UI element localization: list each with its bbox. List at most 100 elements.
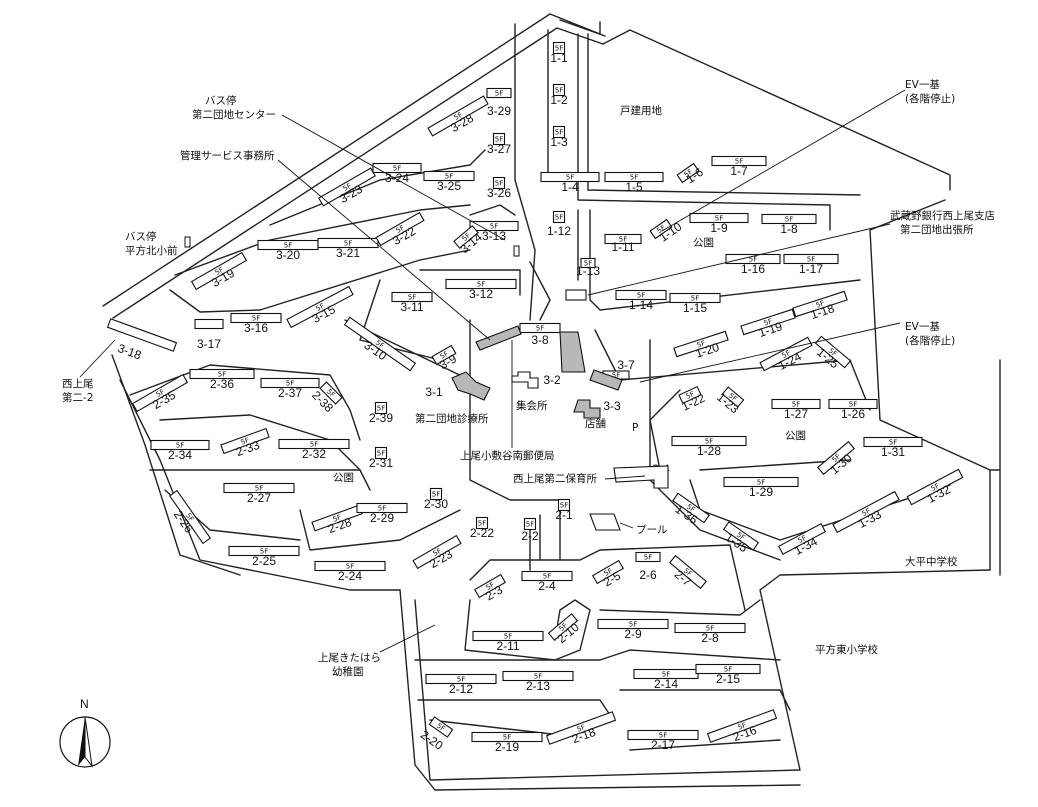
label-park-1: 公園 xyxy=(693,237,714,249)
building-2-31: 5F2-31 xyxy=(369,446,393,470)
building-shape xyxy=(721,386,745,408)
building-1-19: 5F1-19 xyxy=(740,308,796,340)
leader-kindergarten xyxy=(379,624,436,653)
building-shape xyxy=(580,257,596,269)
building-shape xyxy=(230,312,282,324)
floor-mark: 5F xyxy=(612,372,620,380)
floor-mark: 5F xyxy=(930,482,941,493)
building-3-11: 5F3-11 xyxy=(391,291,433,314)
building-shape xyxy=(817,440,855,476)
building-number: 2-1 xyxy=(555,508,573,522)
building-shape xyxy=(671,435,747,447)
floor-mark: 5F xyxy=(724,666,732,674)
building-number: 2-29 xyxy=(370,511,394,525)
compass-north-label: N xyxy=(80,697,89,711)
building-number: 1-27 xyxy=(784,407,808,421)
building-1-8: 5F1-8 xyxy=(761,213,817,236)
building-number: 2-31 xyxy=(369,456,393,470)
building-shape xyxy=(429,487,443,501)
floor-mark: 5F xyxy=(393,165,401,173)
label-clinic: 第二団地診療所 xyxy=(415,412,489,425)
building-shape xyxy=(552,83,566,97)
building-1-27: 5F1-27 xyxy=(771,398,821,421)
label-detached-housing: 戸建用地 xyxy=(620,104,662,117)
building-number: 3-3 xyxy=(603,399,621,413)
floor-mark: 5F xyxy=(504,633,512,641)
building-number: 1-12 xyxy=(547,224,571,238)
leader-nursery xyxy=(604,475,646,480)
floor-mark: 5F xyxy=(332,513,343,523)
leader-ev-top xyxy=(661,89,906,232)
floor-mark: 5F xyxy=(445,173,453,181)
building-2-27: 5F2-27 xyxy=(223,482,295,505)
label-junior-high: 大平中学校 xyxy=(905,555,958,568)
building-1-30: 5F1-30 xyxy=(817,440,855,477)
building-shape xyxy=(486,87,512,99)
floor-mark: 5F xyxy=(495,90,503,98)
label-parking: P xyxy=(632,422,638,434)
building-3-16: 5F3-16 xyxy=(230,312,282,335)
building-shape xyxy=(828,398,878,410)
building-layer: 5F1-15F1-25F1-35F1-45F1-55F1-65F1-75F1-8… xyxy=(106,41,964,754)
label-post-office: 上尾小敷谷南郵便局 xyxy=(460,449,555,462)
building-shape xyxy=(471,731,543,743)
floor-mark: 5F xyxy=(815,299,826,309)
building-shape xyxy=(492,176,506,190)
building-1-18: 5F1-18 xyxy=(792,290,848,322)
floor-mark: 5F xyxy=(432,491,440,499)
building-shape xyxy=(343,316,417,372)
building-shape xyxy=(552,41,566,55)
building-shape xyxy=(190,251,248,291)
building-shape xyxy=(906,468,964,506)
building-2-19: 5F2-19 xyxy=(471,731,543,754)
building-number: 3-12 xyxy=(469,287,493,301)
floor-mark: 5F xyxy=(260,548,268,556)
building-number: 3-27 xyxy=(487,142,511,156)
building-1-23: 5F1-23 xyxy=(714,386,745,416)
building-shape xyxy=(502,670,574,682)
building-number: 1-31 xyxy=(881,445,905,459)
floor-mark: 5F xyxy=(555,129,563,137)
building-number: 3-8 xyxy=(531,333,549,347)
building-shape xyxy=(545,711,617,745)
floor-mark: 5F xyxy=(555,45,563,53)
building-shape xyxy=(475,516,489,530)
floor-mark: 5F xyxy=(691,295,699,303)
floor-mark: 5F xyxy=(534,673,542,681)
building-shape xyxy=(168,489,212,545)
floor-mark: 5F xyxy=(374,339,386,350)
building-2-11: 5F2-11 xyxy=(472,630,544,653)
floor-mark: 5F xyxy=(861,507,872,518)
floor-mark: 5F xyxy=(576,723,587,733)
building-2-14: 5F2-14 xyxy=(633,668,699,691)
building-number: 2-14 xyxy=(654,677,678,691)
building-3-23: 5F3-23 xyxy=(318,167,376,207)
building-number: 1-1 xyxy=(550,51,568,65)
label-bus-stop-center-1: バス停 xyxy=(205,94,237,107)
building-number: 3-7 xyxy=(617,358,635,372)
building-shape xyxy=(372,162,422,174)
floor-mark: 5F xyxy=(240,436,251,446)
floor-mark: 5F xyxy=(176,442,184,450)
building-2-34: 5F2-34 xyxy=(150,439,210,462)
floor-mark: 5F xyxy=(735,158,743,166)
building-number: 1-25 xyxy=(814,345,842,371)
label-ev-top-2: (各階停止) xyxy=(905,92,955,105)
building-shape xyxy=(722,521,760,551)
building-1-12: 5F1-12 xyxy=(547,210,571,238)
floor-mark: 5F xyxy=(763,317,774,327)
building-shape xyxy=(150,439,210,451)
building-2-33: 5F2-33 xyxy=(220,427,270,459)
building-number: 2-32 xyxy=(302,447,326,461)
building-shape xyxy=(194,318,224,330)
floor-mark: 5F xyxy=(252,315,260,323)
building-1-32: 5F1-32 xyxy=(906,468,964,506)
building-number: 3-11 xyxy=(400,300,423,314)
building-1-34: 5F1-34 xyxy=(777,523,827,558)
building-2-12: 5F2-12 xyxy=(425,673,497,696)
building-shape xyxy=(678,385,702,405)
building-3-26: 5F3-26 xyxy=(487,176,511,200)
building-2-9: 5F2-9 xyxy=(597,618,669,641)
building-number: 2-17 xyxy=(651,738,675,752)
building-number: 2-8 xyxy=(701,631,719,645)
